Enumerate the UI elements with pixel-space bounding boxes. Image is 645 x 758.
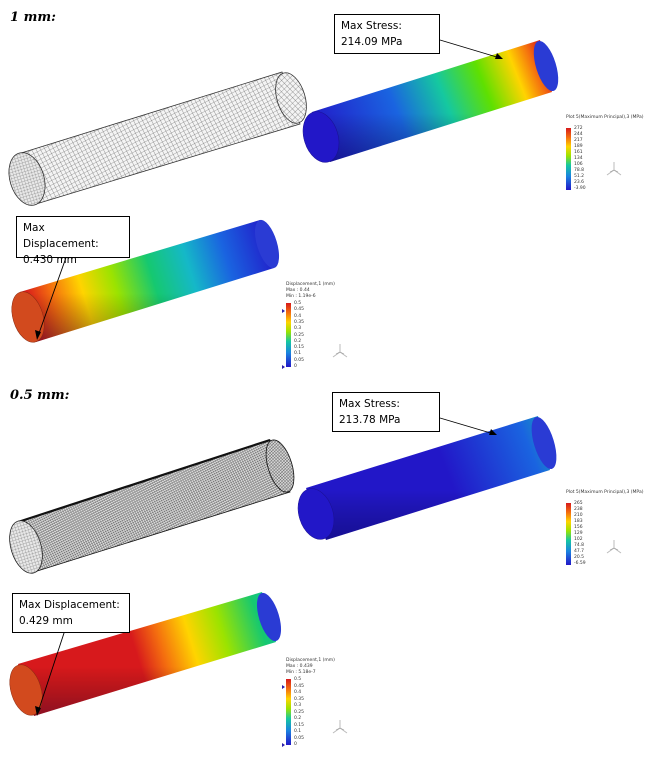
callout-value: 213.78 MPa (339, 414, 401, 426)
legend-title: Plot 5(Maximum Principal),3 (MPa) (566, 115, 644, 120)
tick-label: 272 (574, 126, 583, 131)
max-pointer (282, 685, 285, 689)
arrowhead-stress-05mm (489, 429, 497, 435)
tick-label: 0.45 (294, 307, 305, 313)
tick-label: 189 (574, 144, 583, 149)
color-scale-bar (286, 679, 291, 745)
tick-label: 23.6 (574, 180, 585, 185)
legend-min: Min : 5.18e-7 (286, 670, 316, 675)
legend-title: Plot 5(Maximum Principal),3 (MPa) (566, 490, 644, 495)
tick-label: 106 (574, 162, 583, 167)
tick-label: 0.1 (294, 729, 302, 734)
callout-value: 0.430 mm (23, 254, 77, 266)
tick-label: 217 (574, 138, 583, 143)
tick-label: 0.25 (294, 709, 305, 715)
tick-label: 0.5 (294, 677, 302, 682)
tick-label: 0.45 (294, 683, 305, 689)
axis-triad-icon (332, 344, 348, 358)
tick-label: 134 (574, 156, 583, 161)
legend-min: Min : 1.19e-6 (286, 294, 316, 299)
legend-title: Displacement,1 (mm) (286, 282, 335, 287)
tick-label: 74.8 (574, 543, 585, 548)
tick-label: 0.3 (294, 703, 302, 708)
tick-label: 0.15 (294, 345, 305, 351)
tick-label: 156 (574, 525, 583, 530)
axis-triad-icon (332, 720, 348, 734)
tick-label: 161 (574, 150, 583, 155)
min-pointer (282, 365, 285, 369)
stress-legend-1mm: Plot 5(Maximum Principal),3 (MPa) 272 24… (566, 115, 644, 195)
displacement-cylinder-05mm (9, 592, 282, 716)
tick-label: 51.2 (574, 174, 585, 179)
displacement-legend-1mm: Displacement,1 (mm) Max : 0.44 Min : 1.1… (282, 282, 356, 372)
tick-label: 129 (574, 531, 583, 536)
callout-value: 214.09 MPa (341, 36, 403, 48)
tick-label: 102 (574, 537, 583, 542)
tick-label: 0.4 (294, 313, 302, 319)
leader-line-stress-05mm (439, 417, 495, 435)
callout-value: 0.429 mm (19, 615, 73, 627)
max-stress-callout-05mm: Max Stress: 213.78 MPa (332, 392, 440, 432)
tick-label: -3.90 (574, 186, 586, 191)
max-displacement-callout-1mm: Max Displacement: 0.430 mm (16, 216, 130, 266)
tick-label: 183 (574, 519, 583, 524)
max-pointer (282, 309, 285, 313)
displacement-cylinder-1mm (11, 219, 280, 343)
legend-max: Max : 0.439 (286, 664, 313, 669)
tick-label: 20.5 (574, 555, 585, 560)
callout-label: Max Displacement: (23, 222, 99, 250)
tick-label: 0.35 (294, 319, 305, 325)
min-pointer (282, 743, 285, 747)
legend-max: Max : 0.44 (286, 288, 310, 293)
callout-label: Max Displacement: (19, 599, 120, 611)
tick-label: 244 (574, 132, 583, 137)
tick-label: 0 (294, 742, 297, 747)
tick-label: 47.7 (574, 549, 585, 554)
tick-label: 0.2 (294, 338, 302, 344)
tick-label: 0.3 (294, 326, 302, 332)
tick-label: 0.2 (294, 716, 302, 721)
tick-label: 210 (574, 513, 583, 518)
leader-line-disp-05mm (37, 626, 67, 713)
callout-label: Max Stress: (341, 20, 402, 32)
color-scale-bar (286, 303, 291, 367)
axis-triad-icon (606, 540, 622, 554)
tick-label: 0.4 (294, 690, 302, 695)
legend-title: Displacement,1 (mm) (286, 658, 335, 663)
tick-label: 238 (574, 507, 583, 512)
color-scale-bar (566, 128, 571, 190)
tick-label: 0 (294, 364, 297, 369)
mesh-cylinder-05mm (9, 438, 295, 574)
mesh-cylinder-1mm (8, 71, 307, 206)
stress-cylinder-1mm (302, 40, 559, 163)
stress-cylinder-05mm (297, 416, 557, 540)
max-displacement-callout-05mm: Max Displacement: 0.429 mm (12, 593, 130, 633)
max-stress-callout-1mm: Max Stress: 214.09 MPa (334, 14, 440, 54)
tick-label: 0.15 (294, 722, 305, 728)
axis-triad-icon (606, 162, 622, 176)
tick-label: 0.25 (294, 332, 305, 338)
arrowhead-disp-05mm (35, 706, 41, 716)
stress-legend-05mm: Plot 5(Maximum Principal),3 (MPa) 265 23… (566, 490, 644, 570)
tick-label: -6.59 (574, 561, 586, 566)
arrowhead-disp-1mm (35, 330, 41, 340)
section-title-05mm: 0.5 mm: (10, 388, 70, 403)
section-title-1mm: 1 mm: (10, 10, 56, 25)
tick-label: 265 (574, 501, 583, 506)
callout-label: Max Stress: (339, 398, 400, 410)
tick-label: 0.05 (294, 735, 305, 741)
tick-label: 0.1 (294, 351, 302, 357)
tick-label: 78.8 (574, 168, 585, 173)
arrowhead-stress-1mm (495, 53, 503, 59)
tick-label: 0.5 (294, 301, 302, 306)
tick-label: 0.35 (294, 696, 305, 702)
leader-line-stress-1mm (439, 39, 501, 59)
color-scale-bar (566, 503, 571, 565)
displacement-legend-05mm: Displacement,1 (mm) Max : 0.439 Min : 5.… (282, 658, 356, 750)
tick-label: 0.05 (294, 357, 305, 363)
leader-line-disp-1mm (37, 251, 69, 337)
